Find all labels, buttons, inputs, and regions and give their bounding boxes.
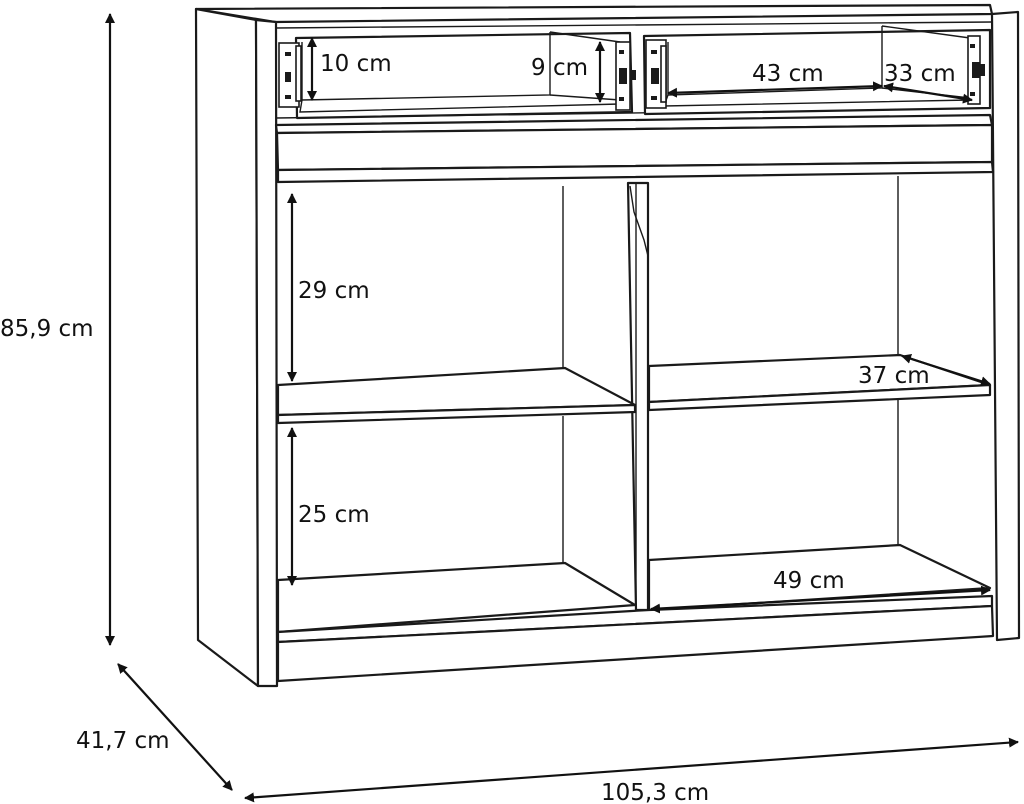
depth-arrow [117,663,233,791]
dimension-lines [105,12,1019,803]
left-front-edge [254,18,279,688]
left-side-panel [194,7,260,688]
drawer-height-label: 10 cm [320,51,392,77]
compartment-width-label: 49 cm [773,568,845,594]
shelf-depth-arrow [901,353,991,387]
drawer-depth-label: 33 cm [884,61,956,87]
compartment-width-arrow [650,585,991,614]
lower-shelf-height-label: 25 cm [298,502,370,528]
shelf-depth-label: 37 cm [858,363,930,389]
drawer-left [278,31,636,120]
dimension-labels: 85,9 cm 41,7 cm 105,3 cm 10 cm 9 cm 43 c… [0,51,956,804]
width-arrow [244,737,1019,803]
drawer-width-label: 43 cm [752,61,824,87]
left-bottom-shelf [276,561,637,634]
center-divider [626,181,650,612]
height-total-label: 85,9 cm [0,316,94,342]
drawer-width-arrow [667,81,883,98]
plinth-front [276,604,995,683]
right-side-panel [990,10,1021,642]
drawer-depth-height-label: 9 cm [531,55,588,81]
width-total-label: 105,3 cm [601,780,709,804]
upper-shelf-height-label: 29 cm [298,278,370,304]
cabinet [194,3,1021,688]
fascia-lower-edge [276,160,995,184]
drawer-depth-arrow [883,82,973,104]
top-panel [194,3,994,24]
depth-total-label: 41,7 cm [76,728,170,754]
